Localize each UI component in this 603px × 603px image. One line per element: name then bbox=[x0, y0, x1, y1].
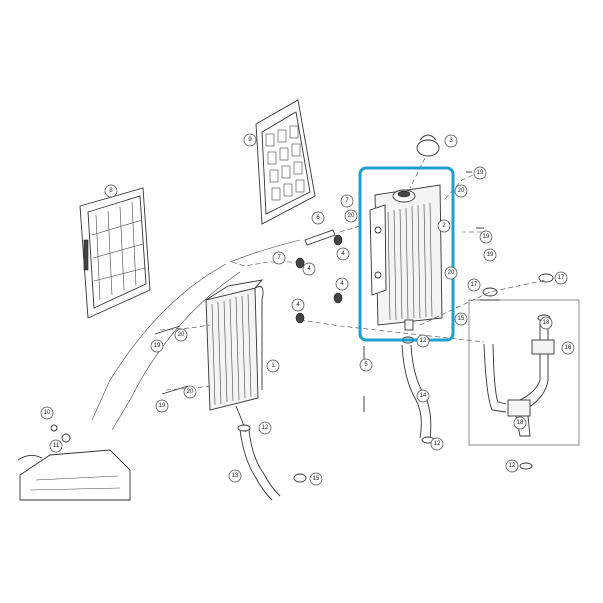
callout-label: 19 bbox=[487, 252, 494, 258]
callout-label: 20 bbox=[187, 389, 194, 395]
callout: 4 bbox=[291, 298, 305, 312]
callout: 18 bbox=[539, 316, 553, 330]
callout-label: 7 bbox=[345, 198, 349, 204]
callout-label: 4 bbox=[341, 251, 345, 257]
callout: 3 bbox=[444, 134, 458, 148]
callout-label: 15 bbox=[313, 476, 320, 482]
callout: 13 bbox=[228, 469, 242, 483]
callout-label: 12 bbox=[420, 338, 427, 344]
callout-label: 2 bbox=[442, 223, 446, 229]
callout: 20 bbox=[444, 266, 458, 280]
callout: 4 bbox=[302, 262, 316, 276]
callout-label: 19 bbox=[159, 403, 166, 409]
callout: 10 bbox=[40, 406, 54, 420]
callout: 12 bbox=[430, 437, 444, 451]
callout: 20 bbox=[454, 184, 468, 198]
callout: 15 bbox=[309, 472, 323, 486]
radiator-left bbox=[205, 279, 264, 433]
callout-label: 20 bbox=[348, 213, 355, 219]
callout: 19 bbox=[483, 248, 497, 262]
radiator-cap bbox=[409, 134, 440, 189]
callout: 11 bbox=[49, 439, 63, 453]
callout-label: 6 bbox=[316, 215, 320, 221]
radiator-guard-right bbox=[255, 99, 316, 225]
callout: 4 bbox=[336, 247, 350, 261]
callout-label: 20 bbox=[448, 270, 455, 276]
callout: 7 bbox=[272, 251, 286, 265]
callout: 8 bbox=[104, 184, 118, 198]
callout-label: 9 bbox=[248, 137, 252, 143]
radiator-guard-left bbox=[79, 187, 151, 319]
callout-label: 12 bbox=[262, 425, 269, 431]
callout: 7 bbox=[340, 194, 354, 208]
callout-label: 12 bbox=[509, 463, 516, 469]
callout: 19 bbox=[479, 230, 493, 244]
callout-label: 17 bbox=[558, 275, 565, 281]
callout-label: 4 bbox=[307, 266, 311, 272]
callout-label: 3 bbox=[449, 138, 453, 144]
callout: 5 bbox=[359, 358, 373, 372]
callout: 1 bbox=[266, 359, 280, 373]
bolts bbox=[154, 171, 484, 412]
callout-label: 18 bbox=[517, 420, 524, 426]
callout: 17 bbox=[467, 278, 481, 292]
callout-label: 8 bbox=[109, 188, 113, 194]
callout-label: 19 bbox=[483, 234, 490, 240]
callout-label: 1 bbox=[271, 363, 275, 369]
callout-label: 20 bbox=[178, 332, 185, 338]
engine-block bbox=[17, 449, 131, 501]
callout: 18 bbox=[513, 416, 527, 430]
callout-label: 12 bbox=[434, 441, 441, 447]
callout-label: 5 bbox=[364, 362, 368, 368]
callout-label: 14 bbox=[420, 393, 427, 399]
callout-label: 4 bbox=[340, 281, 344, 287]
callout: 16 bbox=[561, 341, 575, 355]
callout: 20 bbox=[344, 209, 358, 223]
callout-label: 10 bbox=[44, 410, 51, 416]
callout-label: 19 bbox=[154, 343, 161, 349]
callout: 20 bbox=[183, 385, 197, 399]
callout: 4 bbox=[335, 277, 349, 291]
callout-label: 20 bbox=[458, 188, 465, 194]
callout: 12 bbox=[505, 459, 519, 473]
callout-label: 4 bbox=[296, 302, 300, 308]
callout-label: 11 bbox=[53, 443, 60, 449]
callout: 2 bbox=[437, 219, 451, 233]
callout-label: 17 bbox=[471, 282, 478, 288]
highlight-box bbox=[358, 166, 455, 342]
callout-label: 15 bbox=[458, 316, 465, 322]
callout: 20 bbox=[174, 328, 188, 342]
callout-label: 16 bbox=[565, 345, 572, 351]
hoses bbox=[239, 229, 555, 501]
small-parts bbox=[50, 234, 554, 483]
callout: 17 bbox=[554, 271, 568, 285]
callout: 15 bbox=[454, 312, 468, 326]
callout-label: 19 bbox=[477, 170, 484, 176]
callout: 12 bbox=[416, 334, 430, 348]
leader-lines bbox=[91, 171, 580, 446]
callout: 9 bbox=[243, 133, 257, 147]
callout: 6 bbox=[311, 211, 325, 225]
callout: 19 bbox=[150, 339, 164, 353]
radiator-right bbox=[369, 184, 443, 331]
callout-label: 18 bbox=[543, 320, 550, 326]
callout: 19 bbox=[155, 399, 169, 413]
callout: 14 bbox=[416, 389, 430, 403]
callout-label: 13 bbox=[232, 473, 239, 479]
callout-label: 7 bbox=[277, 255, 281, 261]
callout: 12 bbox=[258, 421, 272, 435]
callout: 19 bbox=[473, 166, 487, 180]
